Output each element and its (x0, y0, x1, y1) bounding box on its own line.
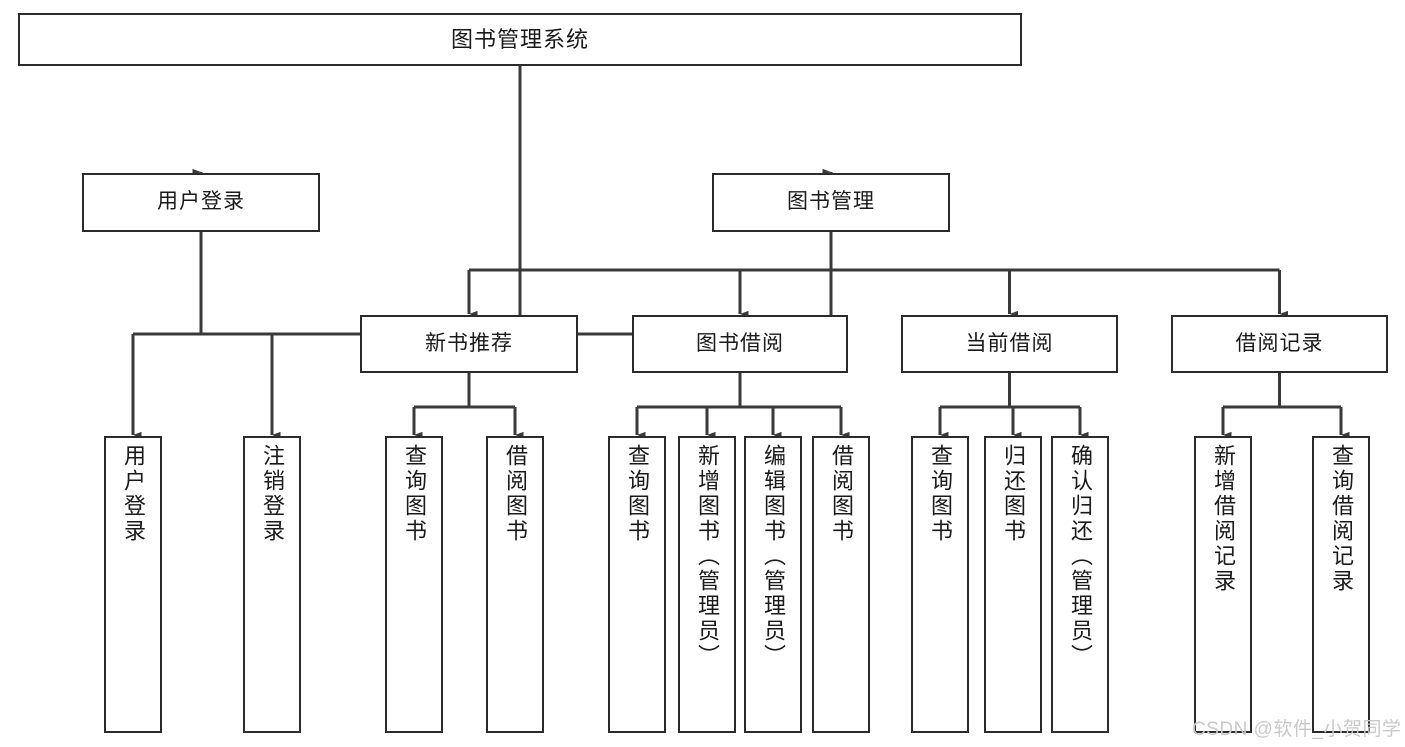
node-label-leaf-new-2: 借阅图书 (503, 444, 528, 544)
node-leaf-borrow-3[interactable]: 编辑图书（管理员） (744, 436, 802, 733)
node-leaf-rec-2[interactable]: 查询借阅记录 (1312, 436, 1370, 733)
node-leaf-cur-3[interactable]: 确认归还（管理员） (1051, 436, 1109, 733)
node-label-leaf-cur-2: 归还图书 (1001, 444, 1026, 544)
node-label-current: 当前借阅 (965, 331, 1054, 355)
node-leaf-new-2[interactable]: 借阅图书 (486, 436, 544, 733)
node-label-bookmgmt: 图书管理 (787, 190, 875, 214)
node-label-leaf-rec-1: 新增借阅记录 (1211, 444, 1236, 594)
node-records[interactable]: 借阅记录 (1171, 315, 1388, 373)
node-leaf-rec-1[interactable]: 新增借阅记录 (1194, 436, 1252, 733)
node-login[interactable]: 用户登录 (82, 173, 320, 232)
node-leaf-cur-1[interactable]: 查询图书 (911, 436, 969, 733)
node-leaf-cur-2[interactable]: 归还图书 (984, 436, 1042, 733)
node-leaf-borrow-1[interactable]: 查询图书 (608, 436, 666, 733)
node-label-leaf-new-1: 查询图书 (402, 444, 427, 544)
node-label-leaf-login-2: 注销登录 (260, 444, 285, 544)
node-root[interactable]: 图书管理系统 (18, 13, 1022, 66)
node-label-leaf-cur-3: 确认归还（管理员） (1068, 444, 1093, 669)
node-label-login: 用户登录 (157, 190, 245, 214)
node-label-newbook: 新书推荐 (425, 331, 513, 355)
node-label-leaf-login-1: 用户登录 (121, 444, 146, 544)
node-label-borrow: 图书借阅 (696, 331, 784, 355)
node-label-root: 图书管理系统 (450, 26, 589, 52)
node-leaf-new-1[interactable]: 查询图书 (385, 436, 443, 733)
node-newbook[interactable]: 新书推荐 (360, 315, 578, 373)
node-label-leaf-borrow-4: 借阅图书 (829, 444, 854, 544)
node-leaf-borrow-2[interactable]: 新增图书（管理员） (678, 436, 736, 733)
node-bookmgmt[interactable]: 图书管理 (712, 173, 950, 232)
node-label-records: 借阅记录 (1235, 331, 1324, 355)
node-label-leaf-borrow-1: 查询图书 (625, 444, 650, 544)
node-label-leaf-borrow-2: 新增图书（管理员） (695, 444, 720, 669)
connector-layer (131, 66, 1350, 439)
node-label-leaf-borrow-3: 编辑图书（管理员） (761, 444, 786, 669)
node-borrow[interactable]: 图书借阅 (632, 315, 848, 373)
node-label-leaf-rec-2: 查询借阅记录 (1329, 444, 1354, 594)
node-leaf-login-1[interactable]: 用户登录 (104, 436, 162, 733)
node-label-leaf-cur-1: 查询图书 (928, 444, 953, 544)
node-current[interactable]: 当前借阅 (901, 315, 1118, 373)
node-leaf-login-2[interactable]: 注销登录 (243, 436, 301, 733)
node-leaf-borrow-4[interactable]: 借阅图书 (812, 436, 870, 733)
